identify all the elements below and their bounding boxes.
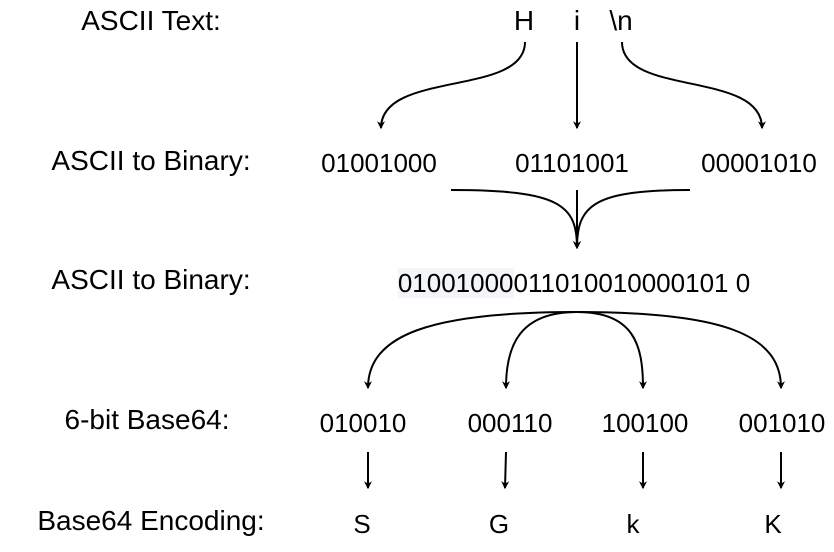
arrow-newline-to-byte [621,41,766,130]
binary-byte-newline: 00001010 [701,148,817,178]
ascii-char-h: H [513,5,535,36]
ascii-char-i: i [573,5,581,36]
label-6bit-base64: 6-bit Base64: [64,404,230,435]
sixbit-group-1: 010010 [319,408,407,438]
arrow-h-to-byte [377,41,526,130]
label-ascii-to-binary: ASCII to Binary: [51,145,251,176]
encoded-char-g: G [488,509,510,539]
arrow-byte1-merge [450,189,581,250]
label-combined-binary: ASCII to Binary: [51,264,251,295]
arrow-split-group1 [364,311,578,390]
ascii-char-newline: \n [609,5,633,36]
label-ascii-text: ASCII Text: [81,5,221,36]
encoded-char-k-upper: K [764,509,782,539]
encoded-char-s: S [353,509,371,539]
sixbit-group-4: 001010 [738,408,826,438]
sixbit-group-3: 100100 [601,408,689,438]
binary-byte-i: 01101001 [515,148,629,178]
combined-binary-highlight: 01001000 [397,268,514,298]
encoded-char-k-lower: k [626,509,640,539]
arrow-byte3-merge [573,189,691,250]
combined-binary-rest: 011010010000101 0 [513,268,751,298]
combined-binary-string: 01001000011010010000101 0 [397,268,751,298]
arrow-split-group2 [502,311,578,390]
arrow-group2-to-char [501,451,510,490]
label-base64-encoding: Base64 Encoding: [37,505,265,536]
binary-byte-h: 01001000 [321,148,437,178]
sixbit-group-2: 000110 [467,408,553,438]
arrow-split-group3 [576,311,647,390]
arrow-split-group4 [576,311,785,390]
